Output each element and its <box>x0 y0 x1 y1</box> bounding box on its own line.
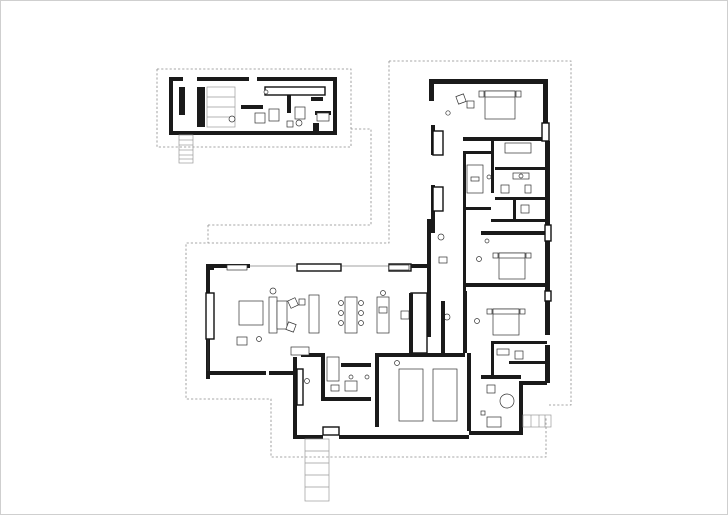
dressing-1 <box>466 164 484 194</box>
dining-table <box>338 296 364 334</box>
service-wing-walls <box>293 353 523 439</box>
annex-fixtures <box>206 86 330 128</box>
living-area <box>236 287 306 346</box>
ensuite-1 <box>486 142 532 214</box>
kitchen-island <box>376 290 410 334</box>
window-units <box>226 264 410 271</box>
bedroom-2 <box>476 238 532 280</box>
annex-walls <box>169 77 337 135</box>
site-outline <box>156 60 572 458</box>
tv-unit <box>290 294 320 356</box>
garage <box>394 360 458 422</box>
utility-room <box>304 356 370 392</box>
entrance-steps <box>304 438 330 502</box>
bedroom-wing-walls <box>429 79 552 385</box>
corridor-furniture <box>437 233 451 321</box>
living-wing-walls <box>205 219 467 417</box>
side-steps <box>522 414 552 428</box>
guest-bath <box>480 384 515 428</box>
bedroom-3 <box>474 308 526 360</box>
annex-steps <box>178 134 194 164</box>
bedroom-1 <box>445 90 522 120</box>
